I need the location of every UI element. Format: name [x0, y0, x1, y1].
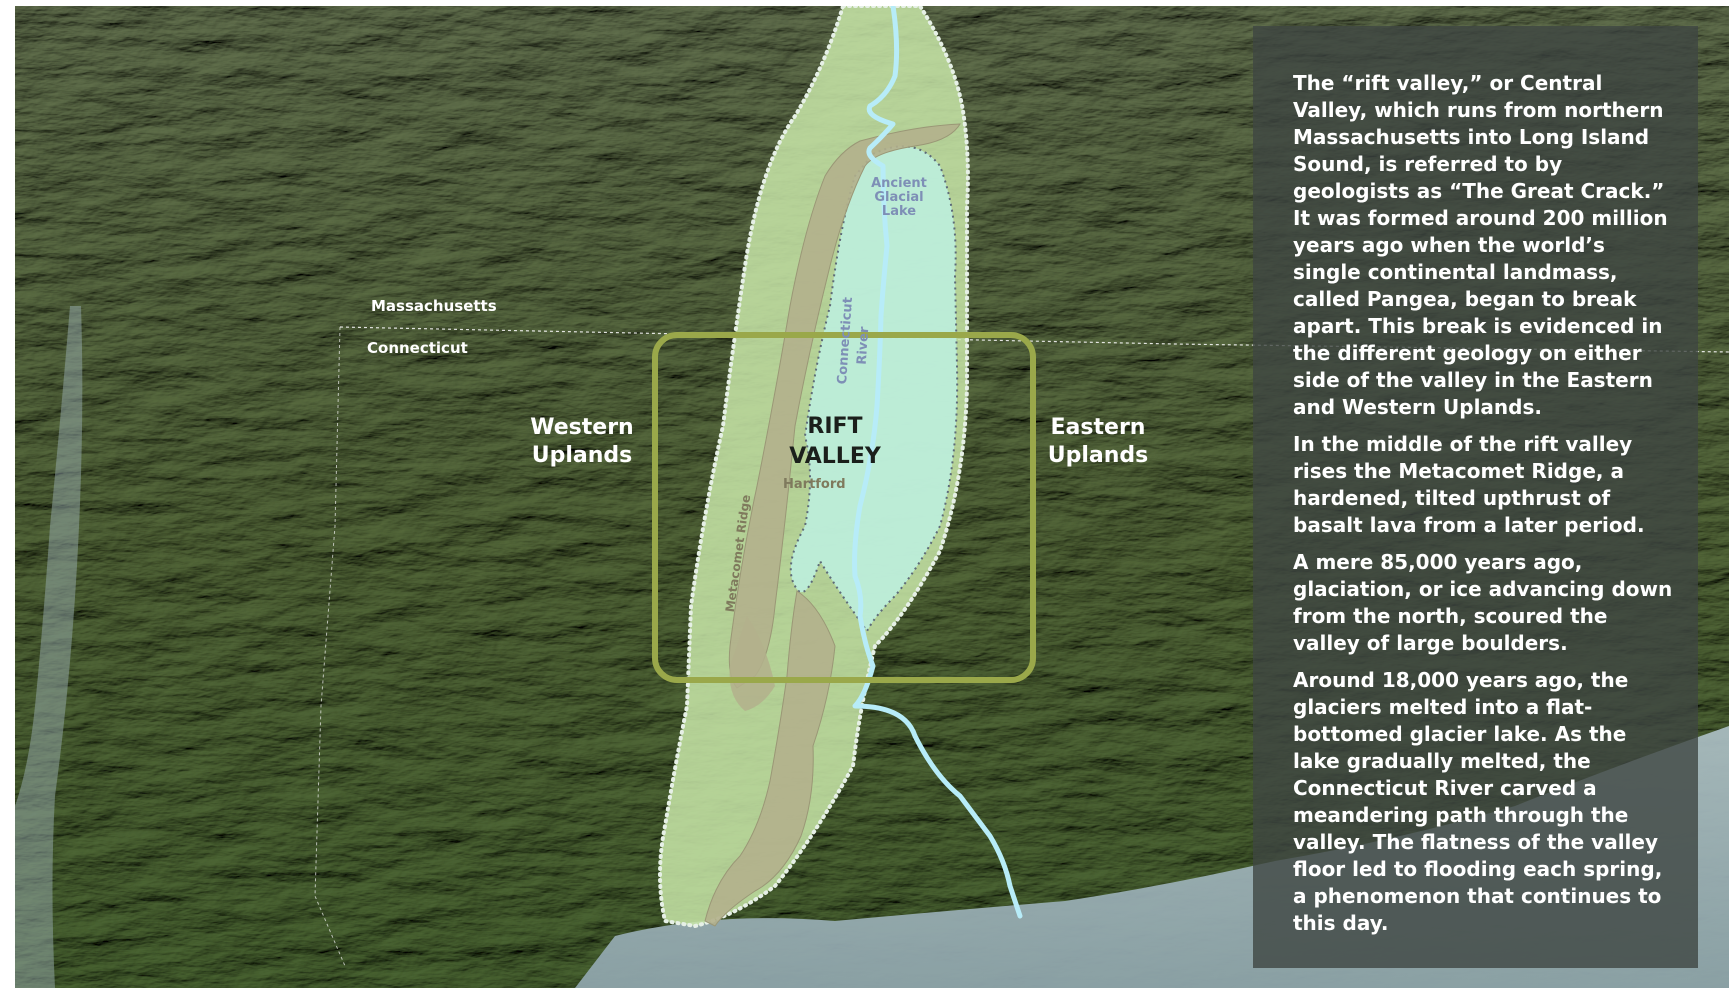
glacial-lake-label-line2: Glacial [874, 190, 923, 205]
eastern-uplands-label-line1: Eastern [1051, 415, 1146, 440]
western-uplands-label-line2: Uplands [532, 443, 633, 468]
massachusetts-label: Massachusetts [371, 297, 497, 315]
connecticut-river-label-line2: River [855, 326, 873, 366]
info-paragraph: In the middle of the rift valley rises t… [1293, 432, 1645, 537]
glacial-lake-label-line3: Lake [882, 204, 916, 219]
rift-valley-label-line1: RIFT [807, 414, 862, 439]
western-river-valley [15, 306, 83, 988]
ancient-glacial-lake [789, 145, 959, 633]
western-state-boundary [314, 326, 346, 967]
connecticut-river [852, 6, 1023, 919]
connecticut-label: Connecticut [367, 339, 468, 357]
connecticut-river-label-line1: Connecticut [835, 297, 856, 385]
hartford-label: Hartford [783, 477, 846, 492]
info-panel: The “rift valley,” or Central Valley, wh… [1253, 26, 1698, 968]
state-boundary-line [339, 326, 1729, 353]
info-paragraph: A mere 85,000 years ago, glaciation, or … [1293, 550, 1673, 655]
southern-ridge-lobe [704, 590, 836, 927]
eastern-uplands-label-line2: Uplands [1048, 443, 1149, 468]
info-paragraph: Around 18,000 years ago, the glaciers me… [1293, 668, 1663, 935]
glacial-lake-label-line1: Ancient [871, 176, 927, 191]
western-uplands-label-line1: Western [530, 415, 633, 440]
western-ridge-lobe [729, 616, 775, 711]
info-paragraph: The “rift valley,” or Central Valley, wh… [1293, 71, 1668, 419]
rift-valley-highlight-box [652, 332, 1036, 683]
rift-valley-label-line2: VALLEY [789, 444, 882, 469]
